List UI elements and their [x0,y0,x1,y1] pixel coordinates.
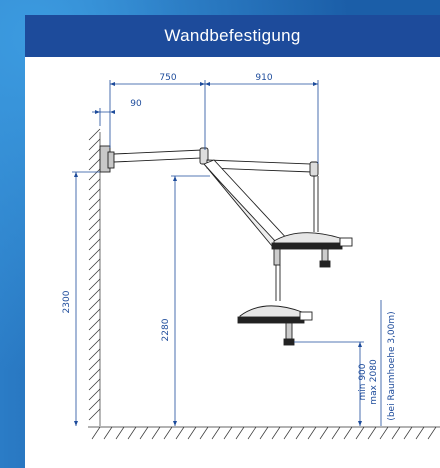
lamp-head-upper [271,232,353,268]
dim-min-900: min 900 [358,363,368,400]
diagram-panel: Wandbefestigung [25,15,440,468]
dim-90: 90 [130,99,142,109]
title-bar: Wandbefestigung [25,15,440,57]
spring-arm [203,159,291,249]
page-title: Wandbefestigung [164,26,301,45]
dim-max-2080: max 2080 [369,359,379,405]
dim-2300: 2300 [62,290,72,313]
ceiling-height-note: (bei Raumhoehe 3,00m) [387,311,397,420]
wall-hatch [88,128,101,426]
upper-arm [113,147,209,165]
dimension-arrows [74,82,362,426]
second-arm [206,159,319,232]
dim-910: 910 [255,73,272,83]
dimension-lines [72,80,382,426]
floor-hatch [88,426,440,440]
lamp-drop [273,248,281,301]
dim-750: 750 [159,73,176,83]
wall-mount-drawing: 750 910 90 2300 2280 min 900 max 2080 (b… [62,73,440,440]
lamp-head-lower [237,305,313,346]
wall-bracket [99,145,115,173]
dim-2280: 2280 [161,318,171,341]
